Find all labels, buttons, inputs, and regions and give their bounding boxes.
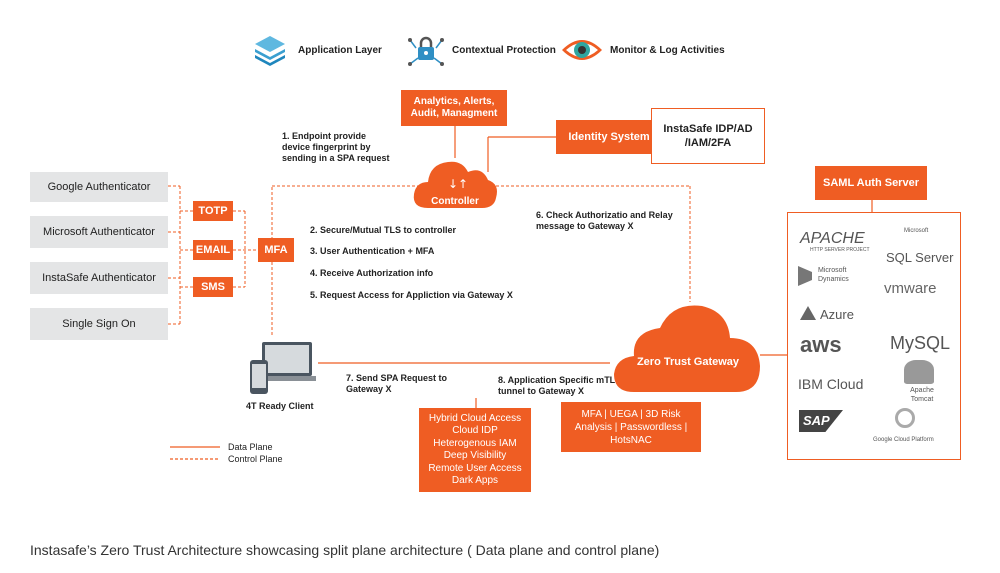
azure-logo: Azure	[820, 307, 854, 322]
email-box: EMAIL	[193, 240, 233, 260]
sqlserver-sub-logo: Microsoft	[904, 228, 929, 234]
step-7: 7. Send SPA Request to Gateway X	[346, 373, 448, 394]
vmware-logo: vmware	[884, 280, 937, 297]
features-box: Hybrid Cloud Access Cloud IDP Heterogeno…	[419, 408, 531, 492]
microsoft-authenticator: Microsoft Authenticator	[30, 216, 168, 248]
azure-icon	[800, 306, 816, 320]
google-authenticator: Google Authenticator	[30, 172, 168, 202]
controller-cloud: ↓↑	[410, 150, 500, 212]
feature-item: Heterogenous IAM	[433, 437, 517, 449]
step-8: 8. Application Specific mTLS tunnel to G…	[498, 375, 622, 396]
idp-box: InstaSafe IDP/AD /IAM/2FA	[651, 108, 765, 164]
application-layer-label: Application Layer	[298, 45, 382, 56]
feature-item: Remote User Access	[428, 462, 522, 474]
analytics-box: Analytics, Alerts, Audit, Managment	[401, 90, 507, 126]
aws-logo: aws	[800, 332, 842, 357]
sqlserver-logo: SQL Server	[886, 250, 954, 265]
tomcat-logo: Apache Tomcat	[910, 387, 934, 403]
single-sign-on: Single Sign On	[30, 308, 168, 340]
tomcat-icon	[904, 360, 934, 384]
dynamics-logo: Microsoft Dynamics	[818, 267, 849, 283]
svg-text:↓↑: ↓↑	[448, 177, 468, 191]
ibmcloud-logo: IBM Cloud	[798, 376, 864, 392]
gateway-cloud	[610, 300, 766, 396]
feature-item: Deep Visibility	[443, 450, 507, 461]
saml-server-box: SAML Auth Server	[815, 166, 927, 200]
monitor-log-label: Monitor & Log Activities	[610, 45, 725, 56]
layers-icon	[252, 32, 288, 68]
gcp-icon	[895, 408, 915, 428]
feature-item: Cloud IDP	[452, 425, 498, 436]
eye-icon	[560, 34, 604, 66]
instasafe-authenticator: InstaSafe Authenticator	[30, 262, 168, 294]
step-6: 6. Check Authorizatio and Relay message …	[536, 210, 673, 231]
controller-label: Controller	[431, 196, 479, 207]
mysql-logo: MySQL	[890, 333, 951, 353]
lock-circuit-icon	[406, 30, 446, 70]
apache-logo: APACHE	[800, 230, 865, 247]
contextual-protection-label: Contextual Protection	[452, 45, 556, 56]
figure-caption: Instasafe’s Zero Trust Architecture show…	[30, 542, 660, 558]
feature-item: Dark Apps	[451, 475, 499, 486]
totp-box: TOTP	[193, 201, 233, 221]
control-plane-label: Control Plane	[228, 454, 283, 464]
step-5: 5. Request Access for Appliction via Gat…	[310, 290, 513, 300]
step-3: 3. User Authentication + MFA	[310, 246, 435, 256]
dynamics-icon	[798, 266, 812, 286]
step-4: 4. Receive Authorization info	[310, 268, 434, 278]
apache-sub-logo: HTTP SERVER PROJECT	[810, 247, 870, 253]
data-plane-label: Data Plane	[228, 442, 273, 452]
gateway-label: Zero Trust Gateway	[636, 356, 740, 368]
sms-box: SMS	[193, 277, 233, 297]
gcp-logo: Google Cloud Platform	[873, 437, 934, 443]
mfa-features-box: MFA | UEGA | 3D Risk Analysis | Password…	[561, 402, 701, 452]
client-label: 4T Ready Client	[246, 401, 314, 411]
feature-item: Hybrid Cloud Access	[428, 412, 522, 424]
client-device-icon	[248, 340, 318, 398]
identity-system-box: Identity System	[556, 120, 662, 154]
mfa-box: MFA	[258, 238, 294, 262]
step-2: 2. Secure/Mutual TLS to controller	[310, 225, 457, 235]
step-1: 1. Endpoint provide device fingerprint b…	[282, 131, 390, 163]
